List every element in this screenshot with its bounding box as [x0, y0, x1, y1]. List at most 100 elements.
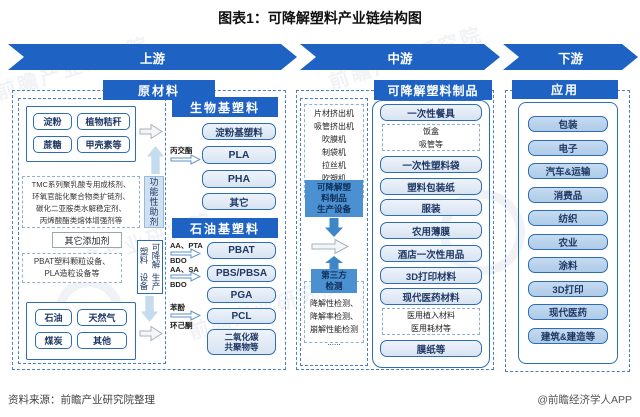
additives-line: 环氧官能化聚合物类扩链剂、 — [32, 192, 130, 201]
production-equipment-line: 生产设备 — [139, 272, 161, 290]
medical-sub-box: 医用植入材料 医用耗材等 — [382, 308, 480, 335]
flow-arrow-down-icon — [141, 296, 158, 322]
machine-item: 吸管挤出机 — [314, 122, 354, 131]
additives-line: 丙烯酸酯类熔体增强剂等 — [39, 216, 123, 225]
products-equipment-line: 可降解塑 — [316, 182, 351, 192]
input-arrow-right-icon — [170, 310, 201, 321]
machine-item: 片材挤出机 — [314, 109, 354, 118]
banner-upstream: 上游 — [8, 44, 297, 70]
flow-arrow-right-icon — [139, 123, 163, 140]
co2-line: 二氧化碳 — [224, 332, 259, 342]
additives-line: 碳化二亚胺类水解稳定剂、 — [36, 204, 126, 213]
medical-sub-line: 医用耗材等 — [411, 324, 451, 333]
additives-note-box: TMC系列聚乳酸专用成核剂、 环氧官能化聚合物类扩链剂、 碳化二亚胺类水解稳定剂… — [22, 176, 140, 228]
pcl-input-bottom: 环己酮 — [170, 321, 193, 330]
feedstock-item: 天然气 — [77, 309, 127, 326]
other-additive-box: 其它添加剂 — [52, 232, 122, 248]
bio-plastic-item: PLA — [202, 146, 276, 164]
petro-plastic-item: PGA — [207, 287, 276, 303]
third-party-box: 第三方 检测 — [311, 269, 357, 293]
application-item: 建筑&建造等 — [528, 328, 608, 344]
input-arrow-right-icon — [170, 248, 201, 259]
petro-plastic-item: 二氧化碳 共聚物等 — [207, 329, 276, 355]
feedstock-item: 淀粉 — [33, 113, 72, 130]
petro-plastic-item: PBAT — [207, 242, 276, 259]
pbs-input-bottom: BDO — [170, 280, 187, 289]
tableware-sub-line: 吸管等 — [419, 140, 443, 149]
banner-midstream: 中游 — [300, 44, 500, 70]
tableware-sub-box: 饭盒 吸管等 — [382, 124, 480, 151]
page-title: 图表1：可降解塑料产业链结构图 — [218, 10, 422, 26]
test-item: 崩解性能检测 — [310, 325, 358, 334]
credit-note: @前瞻经济学人APP — [537, 394, 632, 406]
products-container — [372, 100, 490, 368]
application-item: 涂料 — [528, 257, 608, 273]
equipment-line: PBAT塑料颗粒设备、 — [33, 257, 111, 266]
test-item: 降解率检测、 — [310, 312, 358, 321]
flow-arrow-right-icon — [311, 238, 349, 255]
pbs-input-top: AA、SA — [170, 265, 199, 274]
machine-item: 吹塑机 — [322, 174, 346, 183]
additives-line: TMC系列聚乳酸专用成核剂、 — [31, 180, 131, 189]
products-equipment-line: 生产设备 — [316, 204, 351, 214]
application-item: 现代医药 — [528, 304, 608, 320]
upstream-header: 原材料 — [103, 80, 215, 100]
product-item: 一次性塑料袋 — [380, 156, 482, 173]
product-item: 农用薄膜 — [380, 222, 482, 239]
petro-plastic-item: PBS/PBSA — [207, 265, 276, 282]
equipment-line: PLA造粒设备等 — [44, 269, 100, 278]
products-equipment-box: 可降解塑 料制品 生产设备 — [305, 180, 363, 217]
application-item: 农业 — [528, 234, 608, 250]
product-item: 酒店一次性用品 — [380, 245, 482, 262]
pbat-input-top: AA、PTA — [170, 241, 203, 250]
input-arrow-right-icon — [170, 271, 201, 282]
product-item: 3D打印材料 — [380, 267, 482, 284]
product-item: 塑料包装纸 — [380, 178, 482, 195]
third-party-line: 检测 — [325, 281, 343, 291]
midstream-header: 可降解塑料制品 — [374, 80, 492, 100]
flow-arrow-right-icon — [139, 325, 163, 342]
bio-plastic-item: PHA — [202, 170, 276, 188]
tableware-sub-line: 饭盒 — [423, 127, 439, 136]
flow-arrow-down-icon — [325, 218, 343, 237]
equipment-note-box: PBAT塑料颗粒设备、 PLA造粒设备等 — [22, 253, 122, 283]
feedstock-item: 甲壳素等 — [77, 136, 130, 153]
feedstock-item: 石油 — [35, 309, 72, 326]
source-note: 资料来源：前瞻产业研究院整理 — [8, 394, 155, 406]
feedstock-item: 其他 — [77, 332, 127, 349]
product-item: 现代医药材料 — [380, 288, 482, 305]
pla-input-label: 丙交酯 — [170, 146, 193, 155]
applications-box — [518, 102, 618, 364]
application-item: 电子 — [528, 140, 608, 156]
test-item: 降解性检测、 — [310, 299, 358, 308]
application-item: 消费品 — [528, 187, 608, 203]
midstream-left-column — [300, 98, 368, 366]
machine-item: 拉丝机 — [322, 161, 346, 170]
co2-line: 共聚物等 — [224, 342, 259, 352]
medical-sub-line: 医用植入材料 — [407, 311, 455, 320]
feedstock-item: 煤炭 — [35, 332, 72, 349]
flow-arrow-up-icon — [325, 256, 343, 269]
third-party-line: 第三方 — [321, 270, 347, 280]
downstream-header: 应用 — [512, 80, 618, 99]
application-item: 汽车&运输 — [528, 163, 608, 179]
flow-arrow-up-icon — [147, 146, 164, 174]
production-equipment-label: 可降解塑料 生产设备 — [137, 240, 163, 294]
petro-plastics-header: 石油基塑料 — [172, 218, 278, 238]
production-equipment-line: 可降解塑料 — [139, 242, 161, 269]
petro-plastic-item: PCL — [207, 308, 276, 324]
feedstock-item: 蔗糖 — [33, 136, 72, 153]
product-item: 服装 — [380, 199, 482, 216]
products-equipment-line: 料制品 — [321, 193, 347, 203]
input-arrow-right-icon — [170, 154, 201, 165]
machine-item: 制袋机 — [322, 148, 346, 157]
application-item: 包装 — [528, 116, 608, 132]
bio-plastic-item: 其它 — [202, 193, 276, 210]
test-item: ...... — [327, 338, 341, 347]
machine-item: 吹膜机 — [322, 135, 346, 144]
application-item: 3D打印 — [528, 281, 608, 297]
functional-additive-label: 功能性助剂 — [144, 176, 164, 228]
upstream-left-column — [18, 98, 166, 364]
application-item: 纺织 — [528, 210, 608, 226]
